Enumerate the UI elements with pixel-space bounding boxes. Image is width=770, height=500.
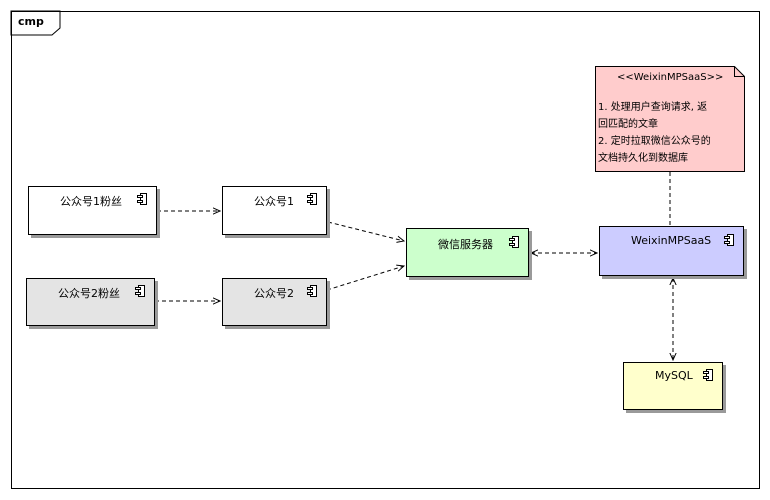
component-wechat-server-label: 微信服务器 — [438, 238, 493, 251]
component-account2[interactable] — [222, 278, 327, 326]
note-fold — [734, 66, 745, 77]
component-weixin-mpsaas[interactable] — [599, 226, 744, 276]
component-fans1[interactable] — [28, 186, 157, 235]
note-stereotype: <<WeixinMPSaaS>> — [617, 72, 724, 83]
connector-account1-server — [327, 221, 404, 241]
component-icon — [724, 234, 735, 247]
component-icon — [137, 193, 148, 206]
component-icon — [135, 285, 146, 298]
note-line: 1. 处理用户查询请求, 返 — [598, 102, 708, 113]
frame-label: cmp — [18, 15, 44, 28]
component-fans1-label: 公众号1粉丝 — [60, 195, 122, 208]
component-icon — [509, 236, 520, 249]
component-account1[interactable] — [222, 186, 327, 235]
component-icon — [307, 285, 318, 298]
component-mysql-label: MySQL — [655, 369, 693, 382]
component-weixin-mpsaas-label: WeixinMPSaaS — [631, 234, 712, 247]
component-fans2[interactable] — [26, 278, 155, 326]
diagram-frame — [11, 11, 760, 489]
note[interactable] — [595, 66, 745, 172]
note-shape — [595, 66, 745, 172]
note-line: 文档持久化到数据库 — [598, 153, 688, 164]
note-line: 2. 定时拉取微信公众号的 — [598, 136, 711, 147]
component-account2-label: 公众号2 — [254, 287, 294, 300]
note-line: 回匹配的文章 — [598, 119, 658, 130]
component-fans2-label: 公众号2粉丝 — [58, 287, 120, 300]
component-account1-label: 公众号1 — [254, 195, 294, 208]
component-icon — [307, 193, 318, 206]
component-icon — [703, 369, 714, 382]
component-wechat-server[interactable] — [406, 228, 529, 277]
